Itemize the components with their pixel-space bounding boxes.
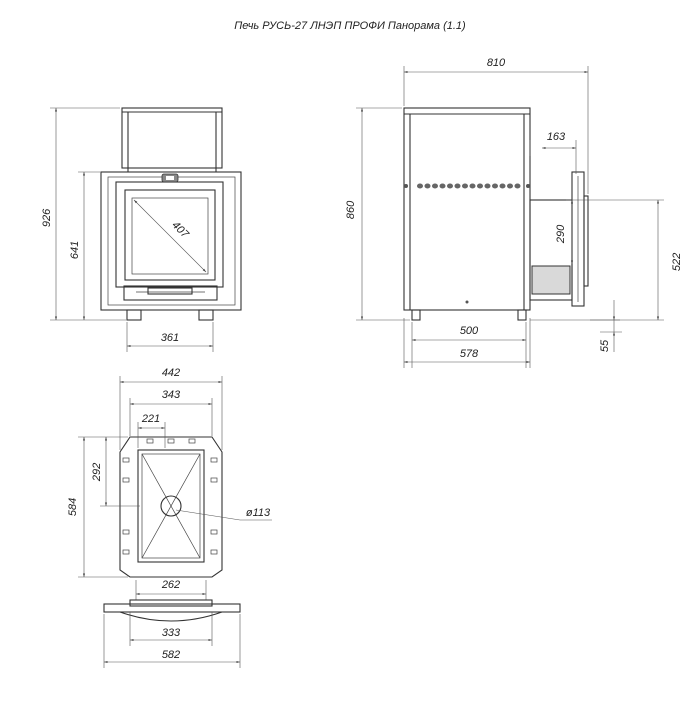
vent-hole [432,183,438,189]
vent-hole [454,183,461,189]
vent-hole [477,183,483,189]
top-width-outer-label: 442 [162,367,180,379]
top-bottom-width-label: 262 [161,579,180,591]
drawing-title: Печь РУСЬ-27 ЛНЭП ПРОФИ Панорама (1.1) [234,20,466,32]
vent-hole [514,183,521,189]
top-view: 442 343 221 584 292 ø113 262 [67,367,272,600]
glass-diagonal-label: 407 [169,219,191,241]
slot [210,457,218,463]
vent-hole [499,183,506,189]
vent-hole [484,183,491,189]
front-height-body-label: 641 [69,241,81,259]
vent-hole [469,183,476,189]
top-width-mid-label: 343 [162,389,181,401]
base-width-label: 500 [460,325,479,337]
base-width-top-label: 333 [162,627,181,639]
side-width-total-label: 810 [487,57,506,69]
tank-offset-label: 163 [547,131,566,143]
vent-hole [507,183,513,189]
vent-hole [447,183,453,189]
vent-row [404,184,530,188]
door-height-label: 522 [671,253,683,271]
hole-diameter-label: ø113 [246,507,271,519]
slot [210,477,218,483]
base-plate: 333 582 [103,599,241,668]
front-view: 926 641 361 407 [41,107,242,352]
slot [122,477,130,483]
vent-hole [492,183,498,189]
side-height-total-label: 860 [345,200,357,219]
firebox-height-label: 290 [555,224,567,244]
side-view: 810 860 163 290 522 500 578 55 [345,57,683,368]
vent-hole [424,183,431,189]
slot [122,549,130,555]
slot [122,457,130,463]
slot [188,438,196,444]
slot [167,438,175,444]
front-height-total-label: 926 [41,208,53,227]
leg-height-label: 55 [599,339,611,352]
vent-hole [439,183,446,189]
slot [146,438,154,444]
top-depth-half-label: 292 [91,463,103,482]
slot [122,529,130,535]
top-depth-total-label: 584 [67,498,79,516]
slot [210,529,218,535]
front-width-bottom-label: 361 [161,332,179,344]
top-width-inner-label: 221 [141,413,160,425]
base-width-total-label: 582 [162,649,180,661]
vent-hole [462,183,468,189]
body-width-label: 578 [460,348,479,360]
vent-hole [417,183,423,189]
slot [210,549,218,555]
